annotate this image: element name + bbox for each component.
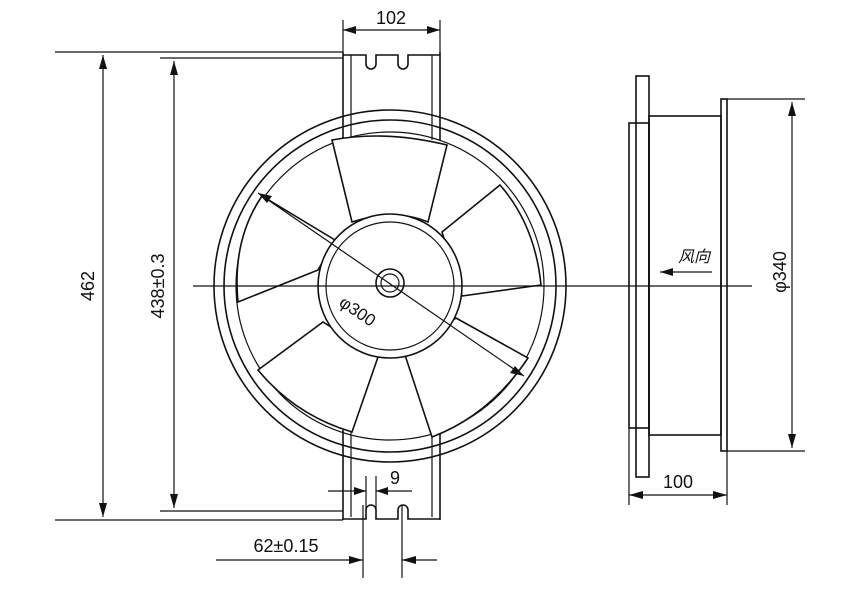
shaft-inner bbox=[380, 273, 400, 293]
dimension-slot-width: 9 bbox=[328, 468, 412, 510]
dimension-housing-diameter: φ340 bbox=[770, 102, 796, 448]
slot-spacing-label: 62±0.15 bbox=[254, 536, 319, 556]
fan-blade bbox=[441, 183, 542, 297]
dimension-slot-spacing: 62±0.15 bbox=[216, 505, 437, 578]
fan-blade bbox=[331, 135, 448, 224]
side-view: 风向 φ340 100 bbox=[628, 75, 805, 505]
impeller-diameter-line bbox=[257, 192, 525, 377]
side-motor-body bbox=[648, 115, 722, 436]
overall-height-label: 462 bbox=[78, 271, 98, 301]
dimension-depth: 100 bbox=[628, 428, 728, 505]
side-mount-plate bbox=[628, 122, 650, 429]
slot-width-label: 9 bbox=[390, 468, 400, 488]
dimension-mount-height: 438±0.3 bbox=[148, 57, 343, 512]
side-housing bbox=[720, 98, 728, 452]
dimension-overall-height: 462 bbox=[55, 51, 343, 521]
fan-blade bbox=[404, 317, 530, 439]
depth-label: 100 bbox=[663, 472, 693, 492]
airflow-label: 风向 bbox=[678, 248, 712, 266]
housing-diameter-label: φ340 bbox=[770, 251, 790, 293]
fan-blade bbox=[256, 321, 379, 433]
top-width-label: 102 bbox=[376, 8, 406, 28]
shaft-outer bbox=[375, 268, 405, 298]
mounting-bracket-top bbox=[342, 52, 441, 140]
front-view: φ300 bbox=[193, 52, 752, 520]
side-flange bbox=[635, 75, 650, 478]
impeller-blades bbox=[236, 135, 542, 439]
dimension-top-width: 102 bbox=[342, 8, 441, 52]
mount-height-label: 438±0.3 bbox=[148, 254, 168, 319]
